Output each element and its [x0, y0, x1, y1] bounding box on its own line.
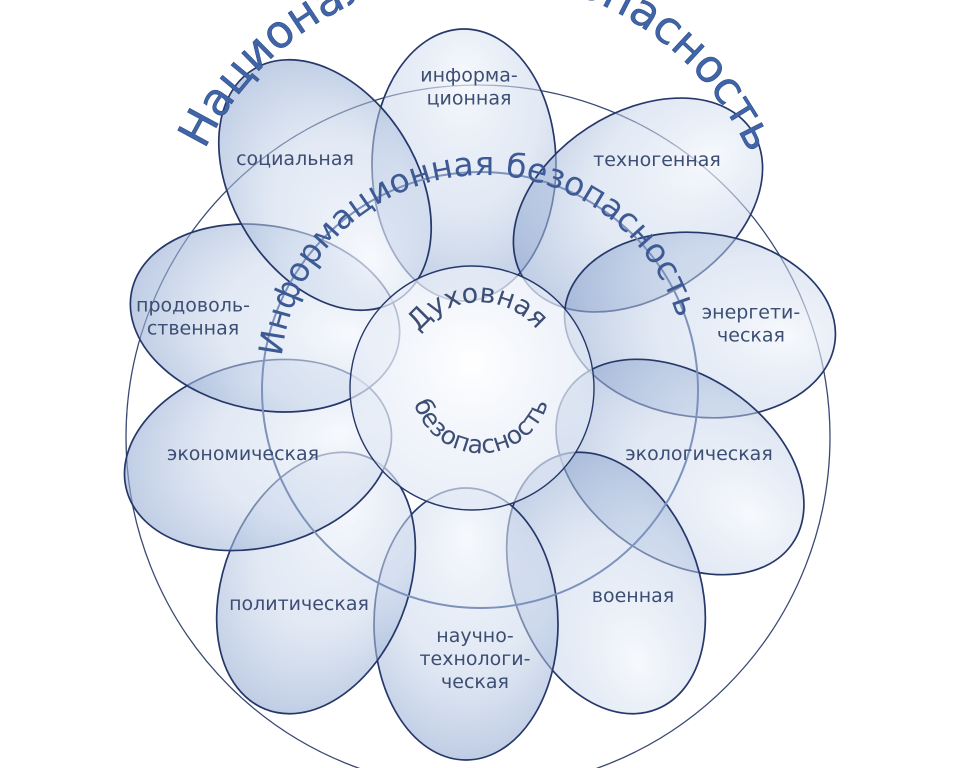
petal-label-line: социальная: [236, 148, 354, 170]
petal-labels-layer: информа-ционная техногенная энергети-ческа…: [136, 65, 800, 694]
petal-label-nauchno-tekhnologicheskaya: научно-технологи-ческая: [419, 625, 530, 693]
petal-label-line: продоволь-: [136, 295, 250, 317]
petal-label-line: экономическая: [167, 443, 319, 465]
petal-label-line: информа-: [420, 65, 518, 87]
petal-label-line: ственная: [147, 318, 239, 340]
petal-label-tekhnogennaya: техногенная: [593, 149, 721, 171]
petal-label-energeticheskaya: энергети-ческая: [702, 302, 801, 347]
center-circle: [349, 265, 595, 511]
middle-circle: [261, 171, 699, 609]
petal-label-line: техногенная: [593, 149, 721, 171]
petal-label-line: энергети-: [702, 302, 801, 324]
petal-label-line: научно-: [436, 625, 513, 647]
petal-label-sotsialnaya: социальная: [236, 148, 354, 170]
petal-label-line: политическая: [229, 593, 369, 615]
petal-label-ekologicheskaya: экологическая: [625, 443, 773, 465]
petal-label-ekonomicheskaya: экономическая: [167, 443, 319, 465]
petal-label-line: ческая: [441, 671, 509, 693]
petal-label-voennaya: военная: [592, 585, 674, 607]
petal-label-line: ческая: [717, 325, 785, 347]
petal-label-politicheskaya: политическая: [229, 593, 369, 615]
petal-label-prodovolstvennaya: продоволь-ственная: [136, 295, 250, 340]
petal-label-line: технологи-: [419, 648, 530, 670]
petal-label-line: экологическая: [625, 443, 773, 465]
petal-label-line: военная: [592, 585, 674, 607]
petal-label-line: ционная: [427, 88, 512, 110]
petal-label-informatsionnaya: информа-ционная: [420, 65, 518, 110]
